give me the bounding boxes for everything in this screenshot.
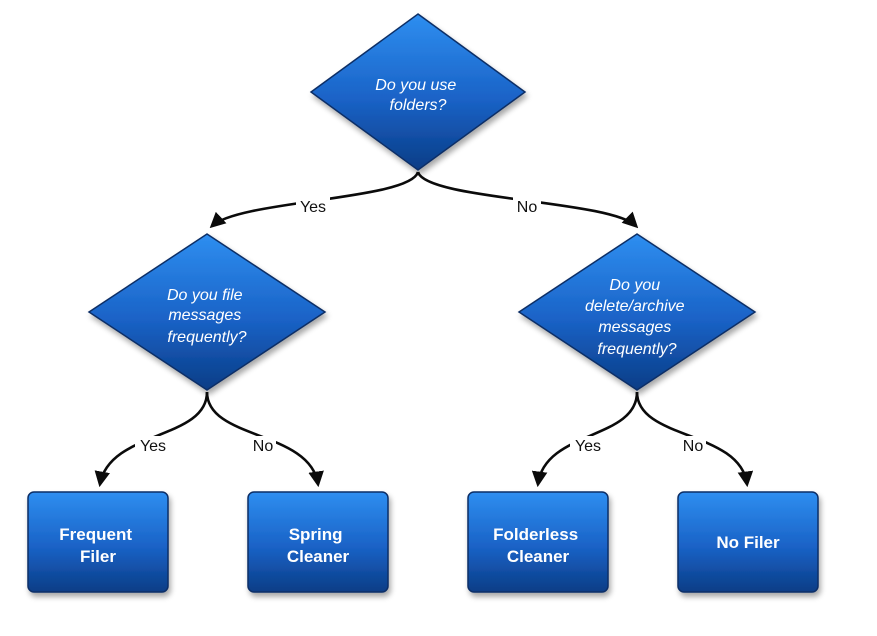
edge-labels: Yes No Yes No Yes No (135, 197, 706, 456)
edge-label-q1-yes: Yes (300, 199, 326, 216)
edge-q3-yes (531, 391, 639, 488)
decision-node-use-folders: Do you use folders? (309, 13, 527, 171)
outcome-frequent-filer: Frequent Filer (27, 491, 169, 593)
question-text: Do you delete/archive messages frequentl… (585, 277, 689, 358)
edge-q2-no (205, 391, 324, 488)
outcome-label: Frequent Filer (59, 525, 136, 566)
edge-label-q3-no: No (683, 438, 704, 455)
question-text: Do you use folders? (375, 77, 460, 114)
outcome-label: Folderless Cleaner (493, 525, 583, 566)
edge-label-q2-no: No (253, 438, 274, 455)
edge-q3-no (635, 391, 754, 488)
edge-label-q3-yes: Yes (575, 438, 601, 455)
outcome-no-filer: No Filer (677, 491, 819, 593)
decision-node-file-frequently: Do you file messages frequently? (87, 233, 327, 391)
edges (94, 171, 754, 488)
decision-node-delete-archive: Do you delete/archive messages frequentl… (517, 233, 757, 391)
outcome-label: No Filer (716, 533, 780, 552)
question-text: Do you file messages frequently? (167, 287, 247, 346)
outcome-label: Spring Cleaner (287, 525, 350, 566)
edge-q2-yes (94, 391, 209, 488)
outcome-spring-cleaner: Spring Cleaner (247, 491, 389, 593)
edge-label-q1-no: No (517, 199, 538, 216)
outcome-folderless-cleaner: Folderless Cleaner (467, 491, 609, 593)
edge-label-q2-yes: Yes (140, 438, 166, 455)
